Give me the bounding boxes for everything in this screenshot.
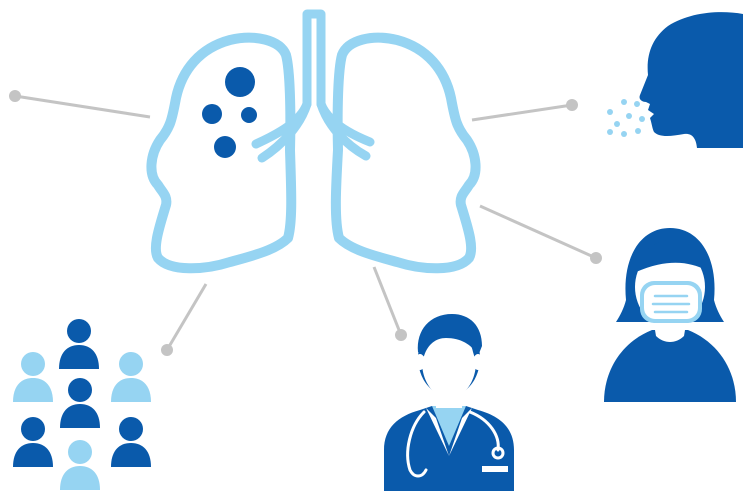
connector-dot-icon <box>395 329 407 341</box>
connector-to-doctor <box>372 266 407 341</box>
right-lung <box>330 32 481 274</box>
connector-dot-icon <box>566 99 578 111</box>
face-mask <box>640 281 702 323</box>
connector-dot-icon <box>590 252 602 264</box>
masked-woman-icon <box>604 228 736 402</box>
crowd-person <box>60 440 100 490</box>
crowd-person <box>13 417 53 467</box>
stethoscope-icon <box>406 410 505 478</box>
trachea <box>251 9 375 149</box>
connector-dot-icon <box>161 344 173 356</box>
connector-dot-icon <box>9 90 21 102</box>
left-lung <box>146 32 297 274</box>
doctor-icon <box>384 314 514 491</box>
crowd-person <box>59 319 99 369</box>
connector-to-lungs-left <box>9 90 151 119</box>
crowd-person <box>111 352 151 402</box>
crowd-person <box>60 378 100 428</box>
lungs-icon <box>146 9 481 274</box>
crowd-person <box>111 417 151 467</box>
breath-particles <box>607 99 645 137</box>
crowd-person <box>13 352 53 402</box>
connectors <box>9 90 602 356</box>
infection-spots <box>202 67 257 158</box>
crowd-icon <box>13 319 151 490</box>
name-badge <box>482 466 508 472</box>
connector-to-crowd <box>161 283 208 356</box>
person-coughing-icon <box>607 12 743 148</box>
connector-to-masked-woman <box>479 204 602 264</box>
connector-to-coughing-person <box>471 99 578 122</box>
